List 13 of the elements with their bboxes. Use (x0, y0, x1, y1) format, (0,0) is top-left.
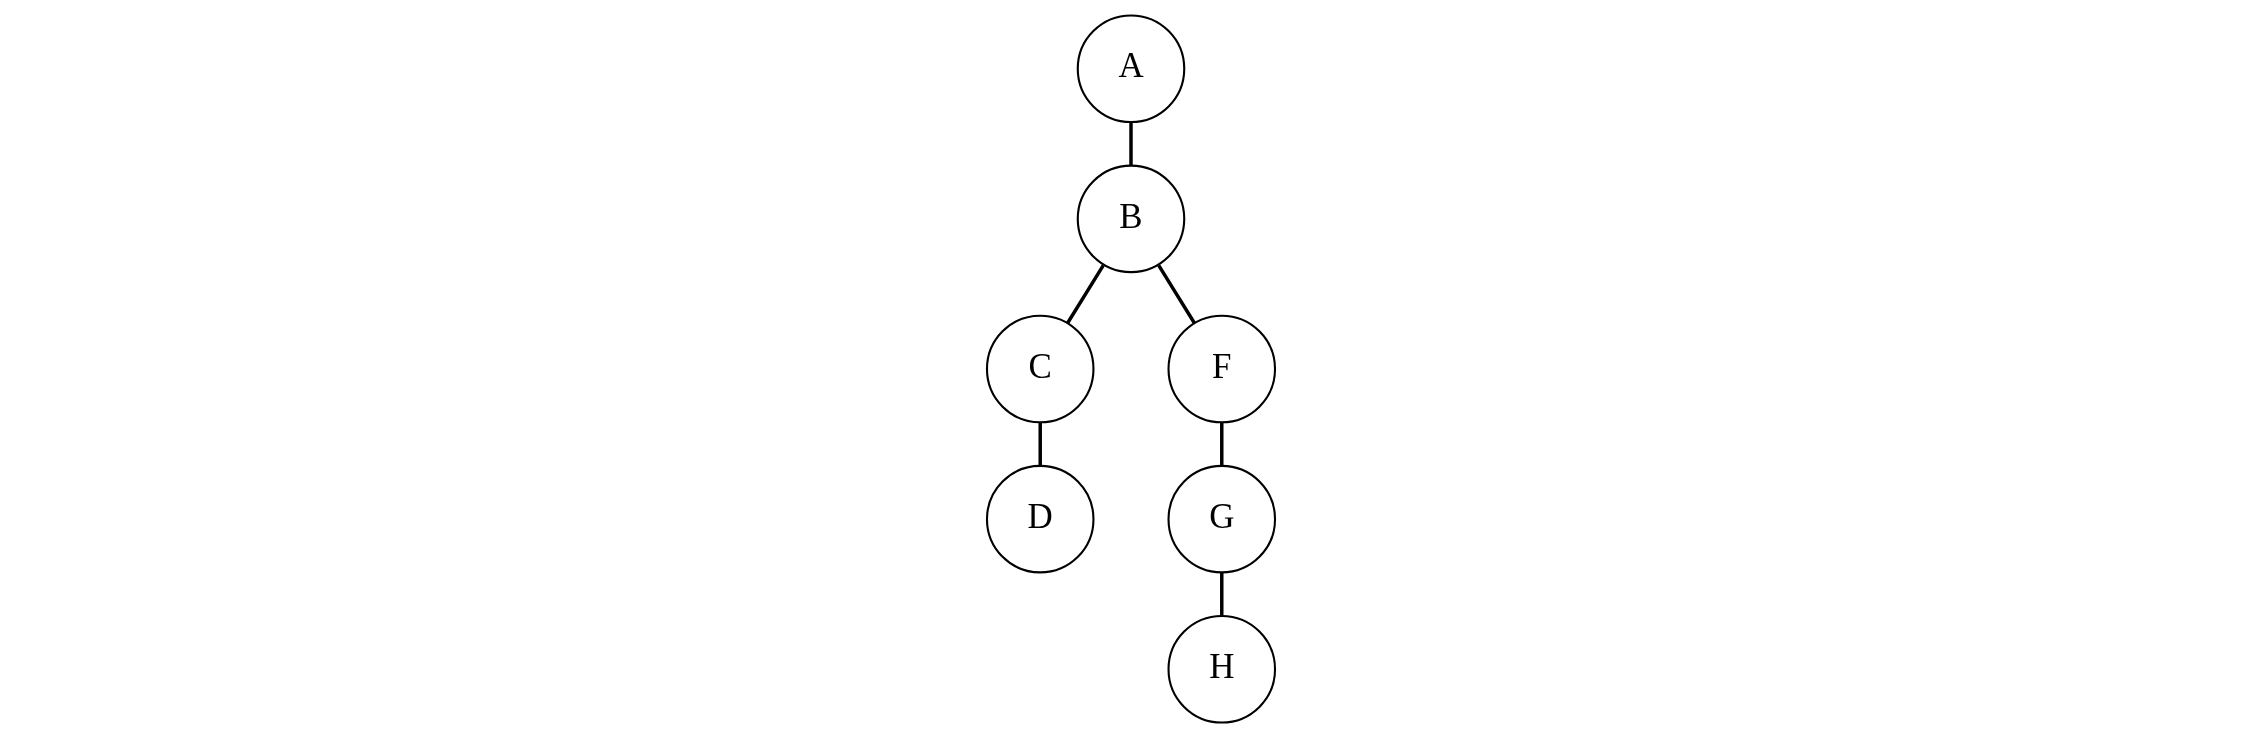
node-circle: A (1076, 14, 1186, 124)
connector (1129, 122, 1133, 166)
connector (1066, 264, 1105, 325)
node-circle: G (1167, 464, 1277, 574)
connector (1157, 264, 1196, 325)
node-circle: B (1076, 164, 1186, 274)
connector (1220, 573, 1224, 616)
connector (1220, 422, 1224, 466)
node-circle: D (985, 464, 1095, 574)
node-circle: C (985, 314, 1095, 424)
node-circle: H (1167, 614, 1277, 724)
node-circle: F (1167, 314, 1277, 424)
connector (1038, 422, 1042, 466)
